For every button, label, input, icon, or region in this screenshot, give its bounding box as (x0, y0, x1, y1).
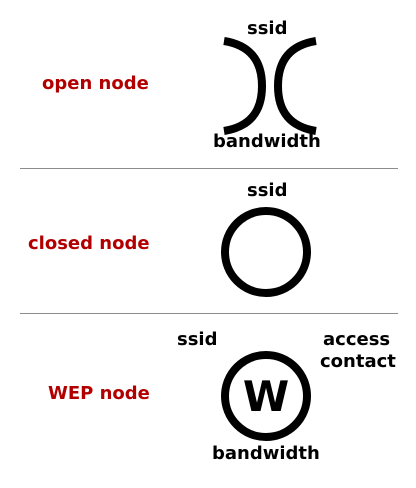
wep-node-access: access (323, 329, 391, 350)
closed-node-label: closed node (28, 233, 150, 254)
open-node-label: open node (42, 73, 149, 94)
wep-node-bandwidth: bandwidth (212, 443, 320, 464)
open-node-bandwidth: bandwidth (213, 131, 321, 152)
wep-node-symbol: W (221, 351, 311, 441)
open-node-ssid: ssid (247, 18, 288, 39)
closed-node-circle (221, 207, 311, 297)
wep-node-ssid: ssid (177, 329, 218, 350)
closed-node-symbol (221, 207, 311, 297)
wep-node-circle (221, 351, 311, 441)
wep-node-contact: contact (320, 351, 396, 372)
open-node-left-arc (223, 37, 267, 135)
closed-node-ssid: ssid (247, 180, 288, 201)
divider-1 (20, 168, 398, 169)
wep-node-label: WEP node (48, 383, 150, 404)
open-node-right-arc (273, 37, 317, 135)
divider-2 (20, 313, 398, 314)
wep-node-letter: W (243, 372, 289, 421)
open-node-symbol (223, 37, 317, 135)
